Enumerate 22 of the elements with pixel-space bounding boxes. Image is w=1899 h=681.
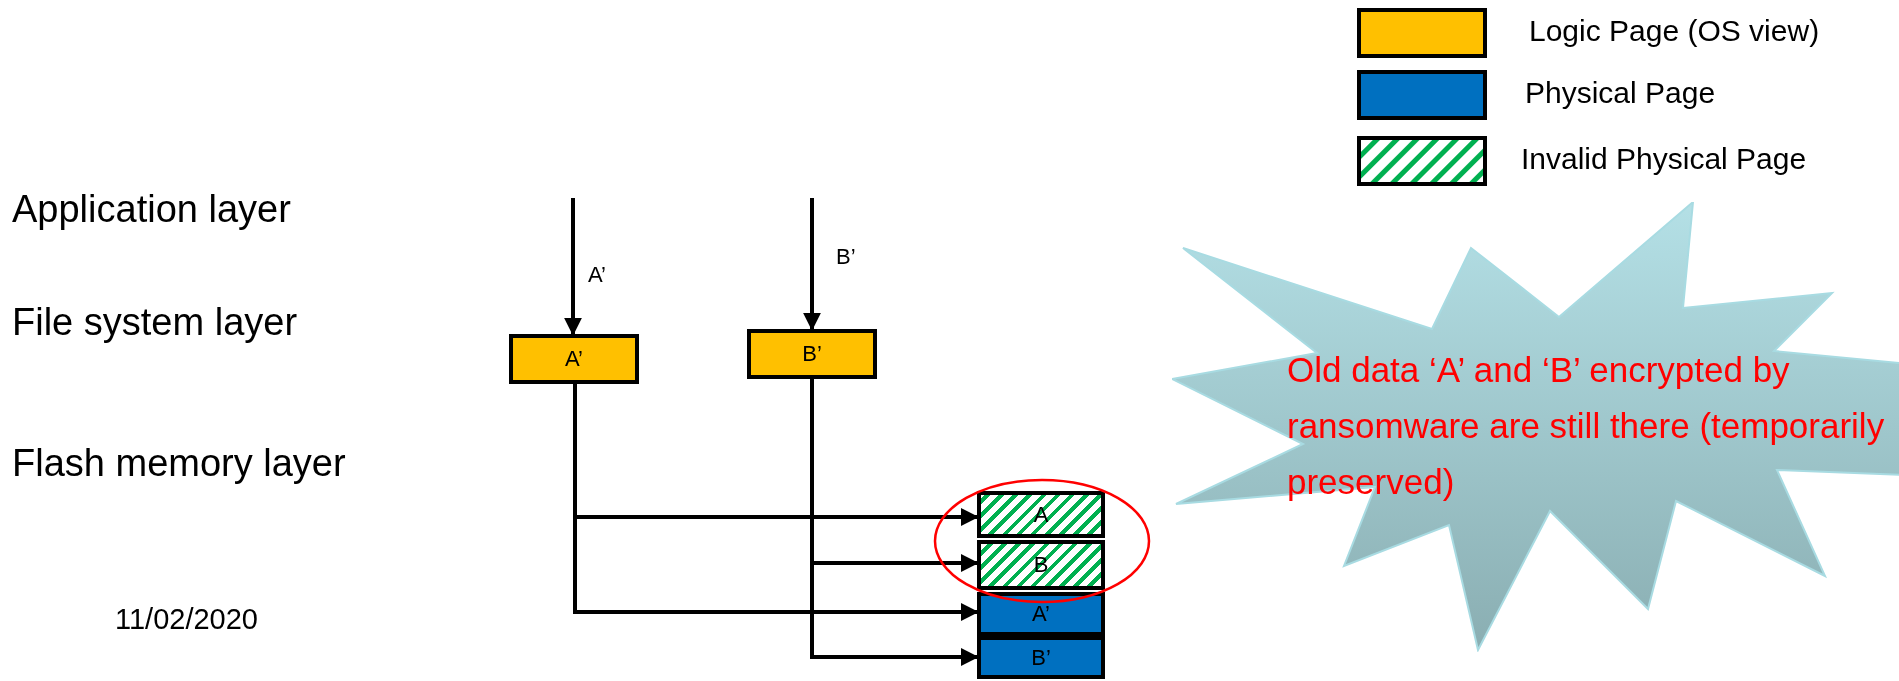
legend-label: Invalid Physical Page [1521, 142, 1807, 176]
invalid-page-box [977, 540, 1105, 590]
legend-label: Physical Page [1525, 76, 1716, 110]
starburst-callout [1172, 202, 1899, 652]
page-label: B’ [1031, 646, 1051, 669]
physical-page-box [977, 592, 1105, 636]
layer-label: Flash memory layer [12, 442, 346, 485]
layer-label: File system layer [12, 301, 298, 344]
arrow [810, 379, 979, 666]
arrow [803, 198, 821, 331]
page-label: B’ [802, 343, 822, 365]
date-label: 11/02/2020 [115, 603, 258, 636]
callout-text: Old data ‘A’ and ‘B’ encrypted by ransomware are still there (temporarily preserved) [1287, 349, 1886, 503]
page-label: A’ [565, 348, 583, 370]
layer-label: Application layer [12, 188, 291, 231]
logic-page-box [747, 329, 877, 379]
page-label: A’ [1032, 603, 1050, 625]
invalid-page-box [977, 491, 1105, 538]
physical-page-box [977, 636, 1105, 679]
logic-page-box [509, 334, 639, 384]
arrow [564, 198, 582, 336]
legend-label: Logic Page (OS view) [1529, 14, 1820, 48]
